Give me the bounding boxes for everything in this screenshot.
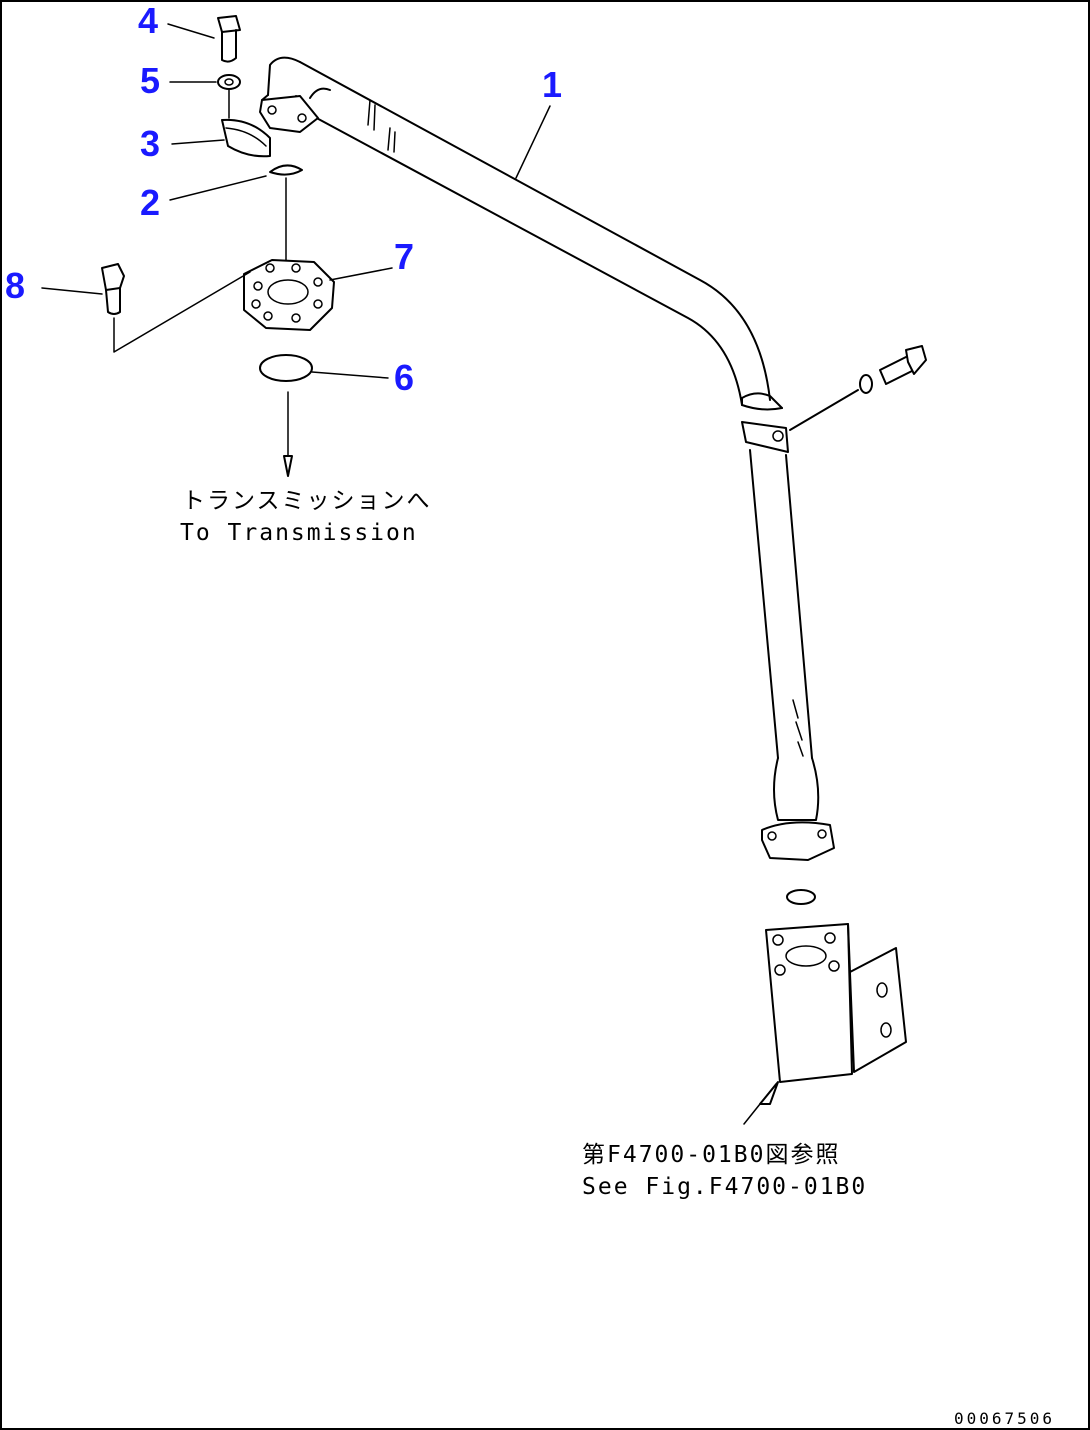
note-transmission-en: To Transmission <box>180 520 418 546</box>
figure-id: 00067506 <box>954 1409 1055 1428</box>
pipe-assembly <box>259 56 835 905</box>
part-6-o-ring <box>259 354 313 477</box>
mounting-bracket <box>765 923 907 1083</box>
note-reference-en: See Fig.F4700-01B0 <box>582 1174 867 1200</box>
part-7-flange-plate <box>243 259 335 331</box>
callout-3: 3 <box>140 123 160 164</box>
callout-6: 6 <box>394 357 414 398</box>
callout-5: 5 <box>140 60 160 101</box>
notes: トランスミッションへ To Transmission 第F4700-01B0図参… <box>180 488 867 1200</box>
part-4-bolt <box>217 15 241 63</box>
callout-numbers: 1 2 3 4 5 6 7 8 <box>5 0 562 398</box>
callout-4: 4 <box>138 0 158 41</box>
note-transmission-jp: トランスミッションへ <box>182 488 432 514</box>
bend-bolt-and-washer <box>789 345 927 431</box>
note-reference-jp: 第F4700-01B0図参照 <box>582 1142 840 1168</box>
part-8-bolt <box>101 263 251 353</box>
leader-lines <box>41 23 779 1125</box>
callout-7: 7 <box>394 236 414 277</box>
callout-2: 2 <box>140 182 160 223</box>
part-5-washer <box>217 74 241 119</box>
part-3-split-flange <box>221 118 271 158</box>
callout-8: 8 <box>5 265 25 306</box>
part-2-o-ring <box>269 164 303 269</box>
callout-1: 1 <box>542 64 562 105</box>
